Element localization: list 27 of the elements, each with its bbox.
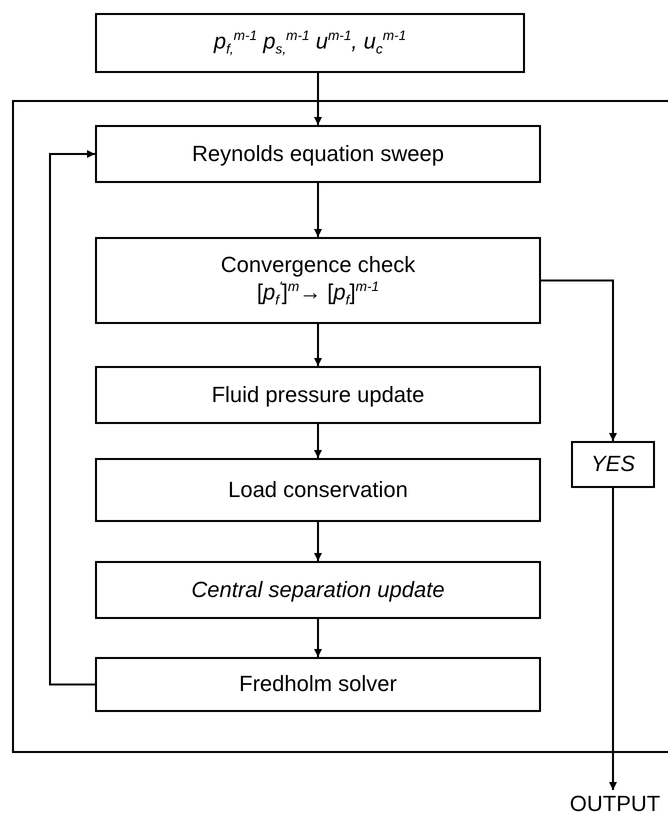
arrow [314,424,322,458]
arrow [314,522,322,561]
box-label: YES [590,451,636,478]
process-box [95,125,541,183]
outer-frame [12,100,668,753]
arrow [49,150,95,686]
box-label: Load conservation [228,476,408,504]
box-label: Convergence check [220,252,416,279]
input-box [95,13,525,73]
arrow [609,488,617,790]
output-label: OUTPUT [570,790,660,818]
process-box [95,237,541,324]
arrow [314,324,322,366]
arrow [314,619,322,657]
process-box [95,561,541,619]
box-label: Fredholm solver [239,671,397,698]
process-box [95,657,541,712]
arrow [541,280,617,441]
process-box [95,366,541,424]
box-label: Fluid pressure update [212,382,424,408]
process-box [95,458,541,522]
decision-box [571,441,655,488]
box-label: Central separation update [191,576,445,604]
arrow [314,183,322,237]
box-label: Reynolds equation sweep [192,140,444,168]
formula: [p$_{f}$$^{'}$]$^{m}$→ [p$_{f}$]$^{m-1}$ [256,278,380,309]
arrow [314,73,322,125]
